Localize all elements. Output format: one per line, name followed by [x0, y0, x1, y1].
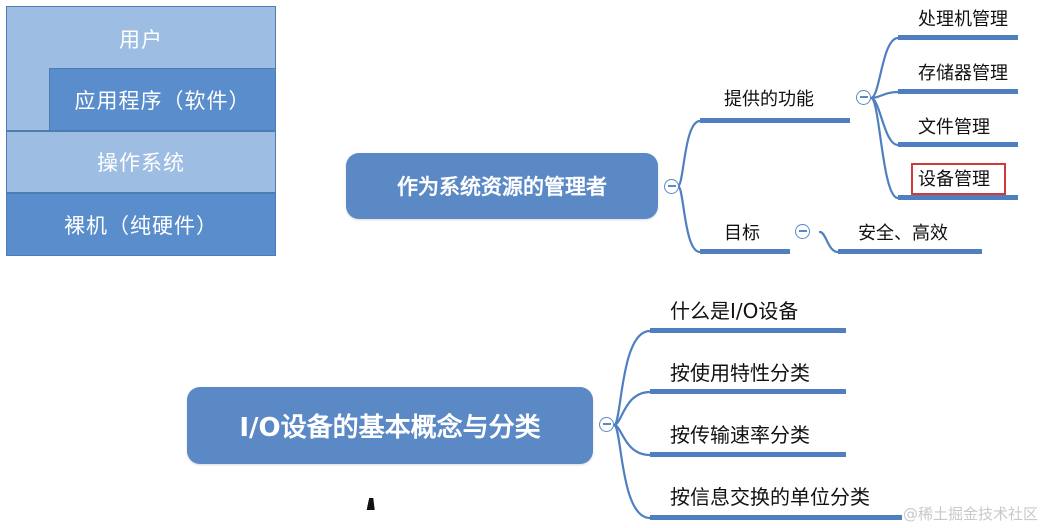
- collapse-functions-icon[interactable]: [856, 90, 871, 105]
- function-item-device-underline: [898, 195, 1018, 200]
- collapse-resource-root-icon[interactable]: [664, 179, 679, 194]
- connector-io-4: [612, 423, 652, 520]
- connector-item-cpu: [869, 36, 900, 100]
- layer-application-label: 应用程序（软件）: [74, 88, 251, 113]
- connector-io-2: [612, 390, 652, 427]
- resource-manager-root-node[interactable]: 作为系统资源的管理者: [346, 153, 658, 219]
- device-management-highlight-box: [911, 163, 1006, 195]
- layer-os: 操作系统: [6, 131, 276, 193]
- layer-stack-diagram: 用户 应用程序（软件） 操作系统 裸机（纯硬件）: [6, 6, 276, 256]
- layer-user-label: 用户: [119, 28, 163, 52]
- functions-label: 提供的功能: [724, 89, 814, 110]
- watermark: @稀土掘金技术社区: [902, 505, 1038, 523]
- resource-root-label: 作为系统资源的管理者: [397, 175, 607, 199]
- io-item-by-usage-underline: [650, 389, 846, 394]
- layer-bare-machine: 裸机（纯硬件）: [6, 193, 276, 256]
- goal-value-underline: [838, 249, 982, 254]
- function-item-file-underline: [898, 142, 1018, 147]
- functions-underline: [700, 118, 850, 123]
- layer-os-label: 操作系统: [97, 151, 185, 175]
- function-item-device: 设备管理: [918, 169, 990, 190]
- io-item-what-is-underline: [650, 328, 846, 333]
- io-item-by-usage: 按使用特性分类: [670, 361, 810, 385]
- io-item-by-unit: 按信息交换的单位分类: [670, 485, 870, 509]
- io-root-label: I/O设备的基本概念与分类: [239, 413, 541, 443]
- io-item-by-rate-underline: [650, 452, 846, 457]
- io-item-by-rate: 按传输速率分类: [670, 423, 810, 447]
- layer-bare-machine-label: 裸机（纯硬件）: [64, 213, 218, 238]
- connector-goal: [676, 184, 702, 254]
- io-device-root-node[interactable]: I/O设备的基本概念与分类: [187, 387, 593, 464]
- connector-io-1: [612, 329, 652, 427]
- connector-functions: [676, 119, 702, 188]
- io-item-what-is: 什么是I/O设备: [670, 299, 799, 323]
- connector-goal-value: [818, 230, 840, 254]
- function-item-file: 文件管理: [918, 117, 990, 138]
- goal-label: 目标: [724, 223, 760, 244]
- goal-underline: [700, 249, 790, 254]
- function-item-memory-underline: [898, 89, 1018, 94]
- function-item-memory: 存储器管理: [918, 63, 1008, 84]
- connector-item-device: [869, 96, 900, 200]
- collapse-io-root-icon[interactable]: [599, 417, 614, 432]
- function-item-cpu-underline: [898, 35, 1018, 40]
- collapse-goal-icon[interactable]: [795, 224, 810, 239]
- io-item-by-unit-underline: [650, 515, 902, 520]
- layer-application: 应用程序（软件）: [49, 68, 276, 131]
- goal-value: 安全、高效: [858, 223, 948, 244]
- function-item-cpu: 处理机管理: [918, 9, 1008, 30]
